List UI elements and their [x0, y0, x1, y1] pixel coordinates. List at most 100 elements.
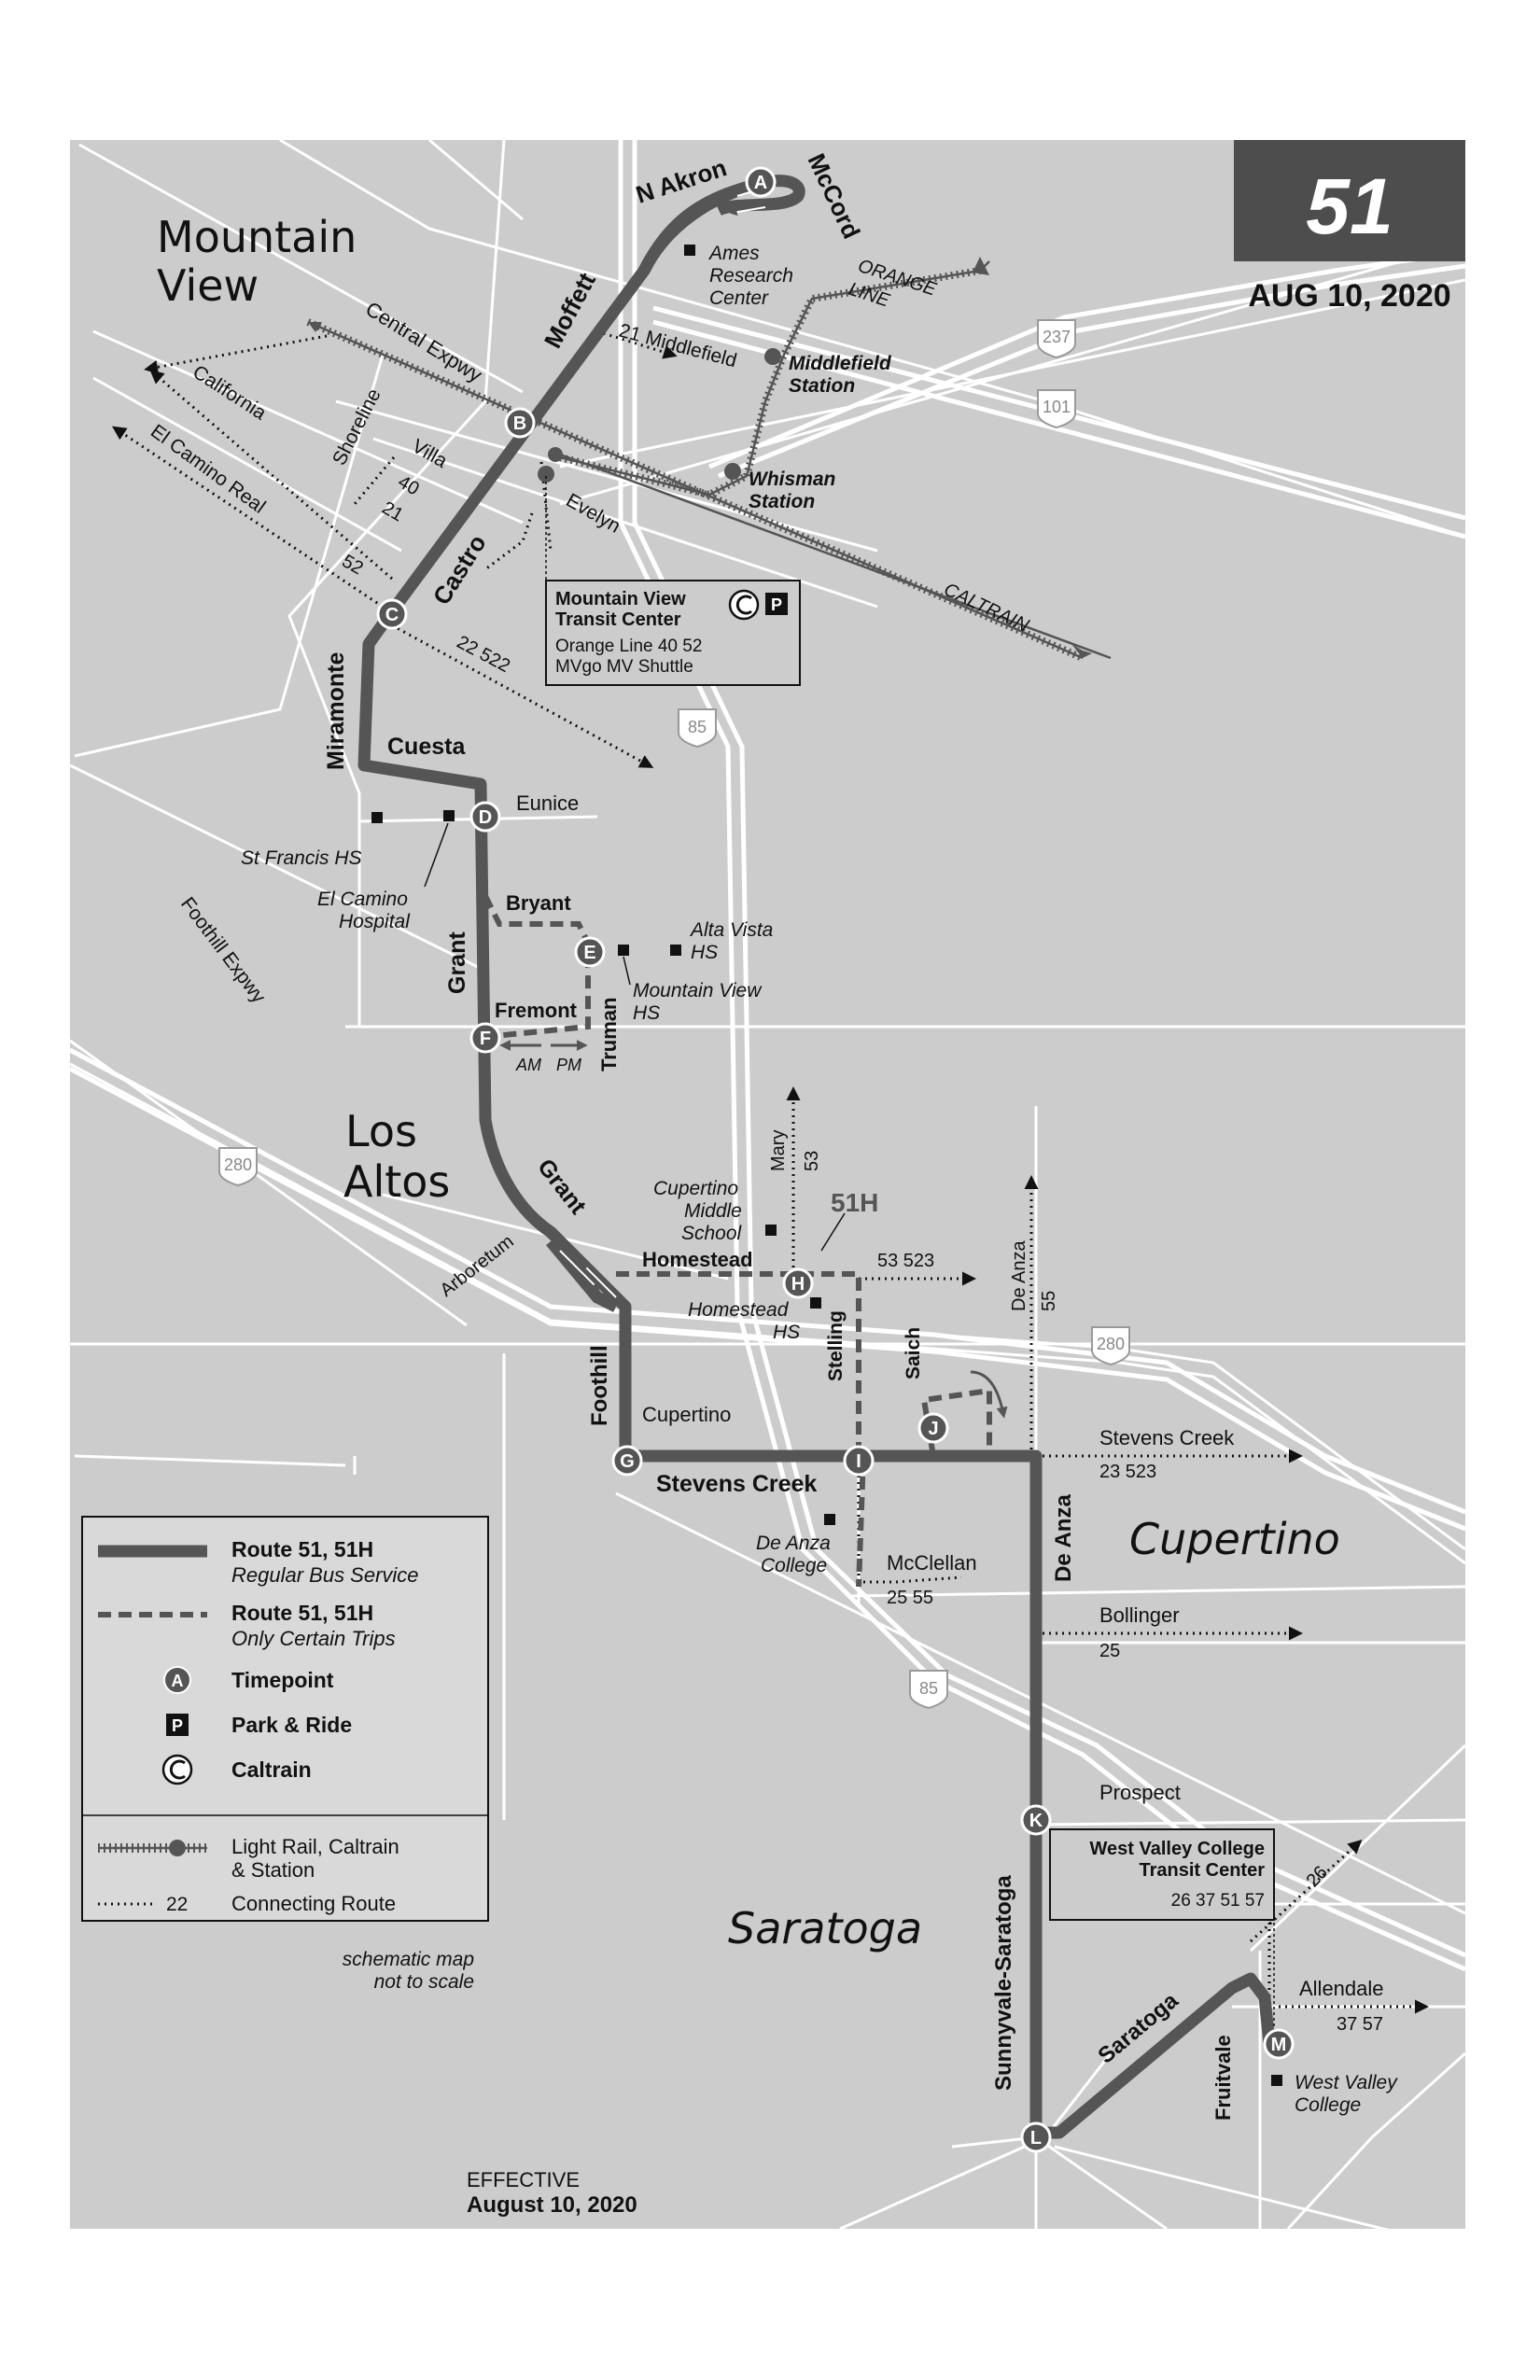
- whisman-station-marker: [724, 463, 741, 480]
- timepoint-e[interactable]: E: [574, 936, 606, 968]
- label-cuesta: Cuesta: [387, 734, 466, 760]
- el-camino-hospital-line2: Hospital: [339, 911, 411, 932]
- cupertino-ms-line2: Middle: [684, 1200, 742, 1222]
- city-cupertino: Cupertino: [1129, 1514, 1340, 1564]
- wvc-tc-title-1: West Valley College: [1090, 1839, 1266, 1859]
- timepoint-d[interactable]: D: [469, 801, 501, 833]
- svg-text:B: B: [513, 413, 526, 434]
- timepoint-g[interactable]: G: [611, 1445, 643, 1477]
- st-francis-marker: [371, 812, 383, 823]
- wvc-line2: College: [1295, 2094, 1361, 2116]
- cupertino-ms-line3: School: [681, 1223, 743, 1244]
- svg-text:280: 280: [224, 1155, 252, 1174]
- route-number: 51: [1306, 162, 1393, 250]
- svg-text:237: 237: [1043, 328, 1071, 346]
- svg-text:P: P: [771, 595, 782, 614]
- timepoint-j[interactable]: J: [917, 1412, 949, 1444]
- svg-text:85: 85: [688, 718, 707, 736]
- svg-text:F: F: [480, 1029, 491, 1049]
- legend-caltrain-icon: [161, 1754, 193, 1785]
- ames-line3: Center: [709, 287, 769, 309]
- label-prospect: Prospect: [1099, 1781, 1181, 1804]
- timepoint-i[interactable]: I: [843, 1445, 875, 1477]
- whisman-station-line1: Whisman: [749, 469, 835, 490]
- label-route-55: 55: [1039, 1291, 1059, 1311]
- legend-timepoint-symbol: A: [163, 1666, 191, 1694]
- legend-park-symbol: P: [166, 1714, 189, 1736]
- highway-280: [70, 1047, 1465, 1532]
- legend: Route 51, 51H Regular Bus Service Route …: [81, 1516, 489, 1922]
- timepoint-h[interactable]: H: [782, 1267, 814, 1299]
- svg-text:I: I: [856, 1451, 861, 1472]
- label-allendale: Allendale: [1299, 1977, 1384, 2000]
- label-am: AM: [515, 1056, 541, 1074]
- label-fremont: Fremont: [495, 999, 578, 1022]
- landmarks: Ames Research Center Middlefield Station…: [241, 243, 1398, 2116]
- schematic-note-2: not to scale: [374, 1971, 474, 1993]
- homestead-hs-line2: HS: [773, 1322, 800, 1343]
- park-and-ride-icon: P: [765, 593, 788, 615]
- street-network: [70, 140, 1465, 2229]
- cupertino-ms-marker: [765, 1225, 777, 1236]
- label-saich: Saich: [903, 1327, 924, 1379]
- label-route-23-523: 23 523: [1099, 1462, 1156, 1482]
- timepoint-l[interactable]: L: [1020, 2121, 1052, 2153]
- mv-hs-line1: Mountain View: [633, 980, 763, 1001]
- label-miramonte: Miramonte: [323, 652, 349, 771]
- middlefield-station-line1: Middlefield: [789, 353, 892, 374]
- alta-vista-marker: [670, 945, 681, 956]
- label-route-53: 53: [802, 1151, 822, 1171]
- label-cupertino-rd: Cupertino: [642, 1403, 731, 1426]
- orange-line-arrow: [973, 257, 989, 275]
- svg-text:C: C: [385, 605, 399, 625]
- connecting-routes: [112, 329, 1429, 2014]
- svg-text:J: J: [928, 1419, 938, 1439]
- timepoint-k[interactable]: K: [1020, 1804, 1052, 1836]
- timepoint-b[interactable]: B: [504, 407, 536, 439]
- schematic-note-1: schematic map: [343, 1949, 474, 1970]
- route-51-akron-loop: [638, 175, 805, 273]
- label-route-53-523: 53 523: [877, 1251, 934, 1271]
- city-los-altos-line1: Los: [345, 1106, 417, 1156]
- cupertino-ms-line1: Cupertino: [653, 1178, 738, 1199]
- timepoint-m[interactable]: M: [1263, 2028, 1295, 2060]
- effective-label: EFFECTIVE: [467, 2168, 580, 2191]
- shield-280-east: 280: [1091, 1326, 1130, 1366]
- route-51-foothill-split: [546, 1237, 619, 1312]
- legend-connecting-num: 22: [166, 1894, 188, 1915]
- de-anza-college-marker: [824, 1514, 835, 1525]
- mv-tc-line-2: MVgo MV Shuttle: [555, 657, 693, 677]
- city-saratoga: Saratoga: [728, 1903, 922, 1953]
- svg-text:D: D: [479, 807, 492, 828]
- svg-text:P: P: [172, 1716, 183, 1735]
- legend-light-rail-symbol: [98, 1840, 207, 1856]
- legend-light-rail-2: & Station: [231, 1858, 315, 1882]
- legend-park-ride: Park & Ride: [231, 1713, 352, 1737]
- svg-text:K: K: [1029, 1811, 1043, 1831]
- svg-text:H: H: [791, 1274, 805, 1295]
- route-number-box: [1234, 140, 1465, 261]
- mv-tc-title-1: Mountain View: [555, 589, 686, 609]
- shield-85-north: 85: [678, 708, 717, 749]
- label-route-37-57: 37 57: [1337, 2014, 1383, 2035]
- label-pm: PM: [556, 1056, 581, 1074]
- label-homestead: Homestead: [642, 1248, 753, 1271]
- label-bryant: Bryant: [506, 891, 571, 915]
- label-fruitvale: Fruitvale: [1211, 2035, 1235, 2121]
- shield-237: 237: [1037, 319, 1076, 359]
- wvc-marker: [1271, 2075, 1282, 2086]
- city-los-altos-line2: Altos: [343, 1156, 450, 1207]
- timepoint-a[interactable]: A: [745, 166, 777, 198]
- timepoint-f[interactable]: F: [469, 1022, 501, 1054]
- caltrain-icon: [728, 589, 760, 621]
- label-stelling: Stelling: [825, 1310, 847, 1381]
- shield-101: 101: [1037, 389, 1076, 429]
- whisman-station-line2: Station: [749, 491, 815, 512]
- mv-tc-title-2: Transit Center: [555, 609, 681, 630]
- de-anza-college-line2: College: [761, 1555, 827, 1576]
- caltrain-arrow-west: [308, 322, 322, 332]
- header-date: AUG 10, 2020: [1248, 278, 1450, 314]
- label-mary: Mary: [768, 1130, 789, 1171]
- timepoint-c[interactable]: C: [376, 598, 408, 630]
- label-stevens-creek: Stevens Creek: [656, 1471, 817, 1497]
